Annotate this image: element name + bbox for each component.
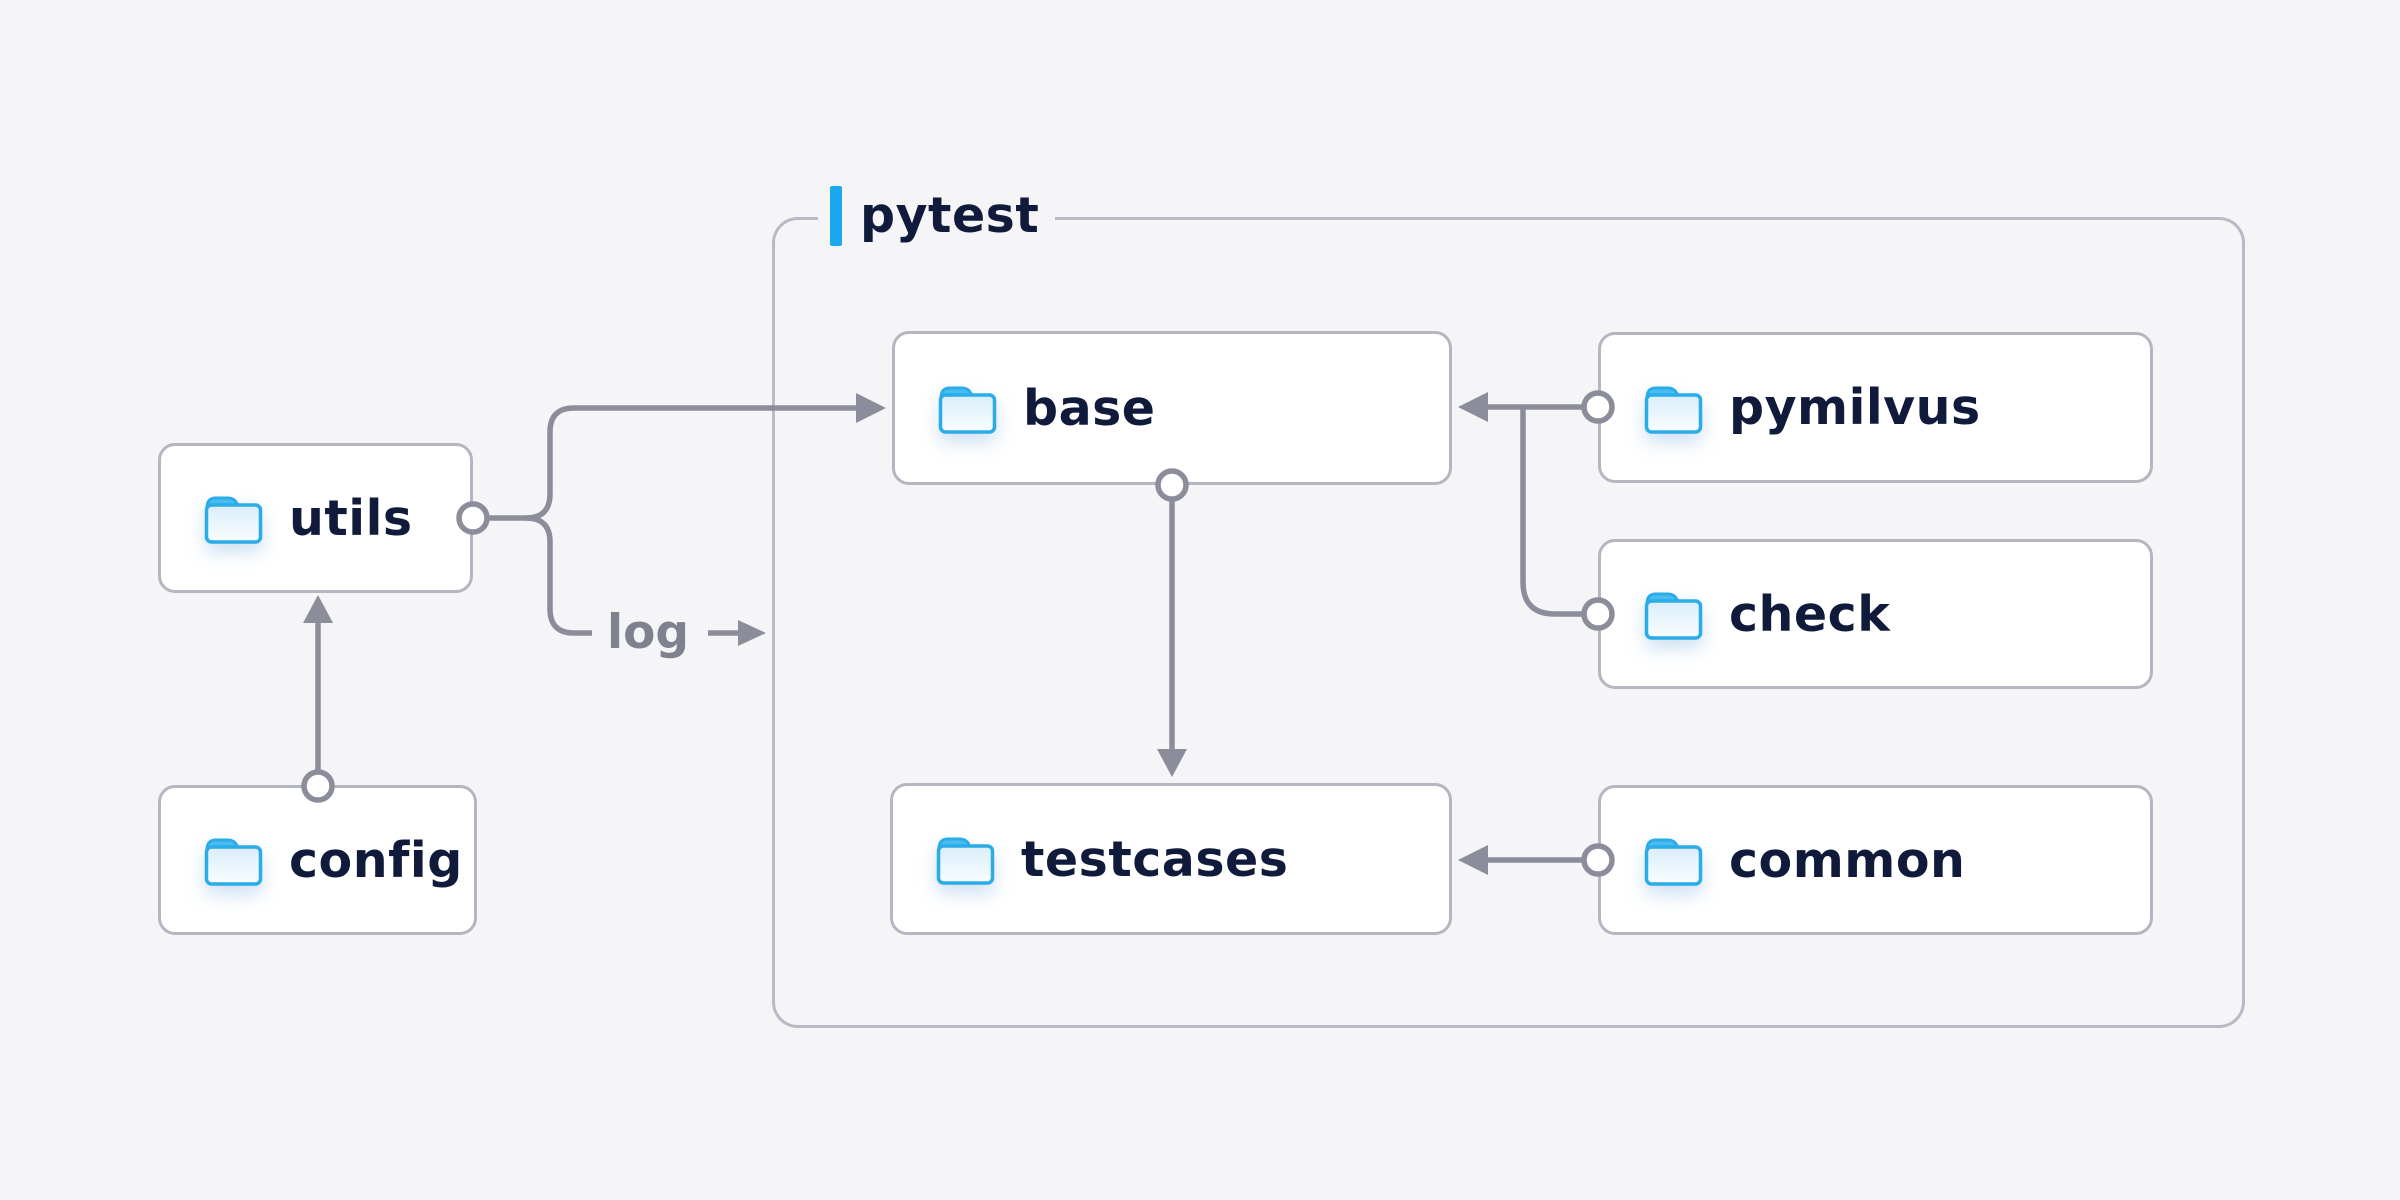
node-label: config xyxy=(289,831,463,889)
folder-icon xyxy=(204,496,263,544)
node-testcases: testcases xyxy=(890,783,1452,935)
node-label: common xyxy=(1729,831,1966,889)
node-pymilvus: pymilvus xyxy=(1598,332,2153,483)
edge-config-utils xyxy=(301,595,335,803)
node-label: check xyxy=(1729,585,1891,643)
node-config: config xyxy=(158,785,477,935)
node-label: base xyxy=(1023,379,1156,437)
folder-icon xyxy=(1644,386,1703,434)
folder-icon xyxy=(938,386,997,434)
edge-label-log: log xyxy=(606,605,690,660)
folder-icon xyxy=(936,837,995,885)
folder-icon xyxy=(1644,838,1703,886)
pytest-group-label: pytest xyxy=(818,184,1056,248)
node-utils: utils xyxy=(158,443,473,593)
node-check: check xyxy=(1598,539,2153,689)
node-label: testcases xyxy=(1021,830,1289,888)
pytest-group-container xyxy=(772,217,2245,1028)
node-base: base xyxy=(892,331,1452,485)
accent-bar-icon xyxy=(830,186,842,246)
group-title: pytest xyxy=(860,187,1040,244)
folder-icon xyxy=(1644,592,1703,640)
folder-icon xyxy=(204,838,263,886)
node-label: utils xyxy=(289,489,413,547)
node-common: common xyxy=(1598,785,2153,935)
node-label: pymilvus xyxy=(1729,379,1981,436)
